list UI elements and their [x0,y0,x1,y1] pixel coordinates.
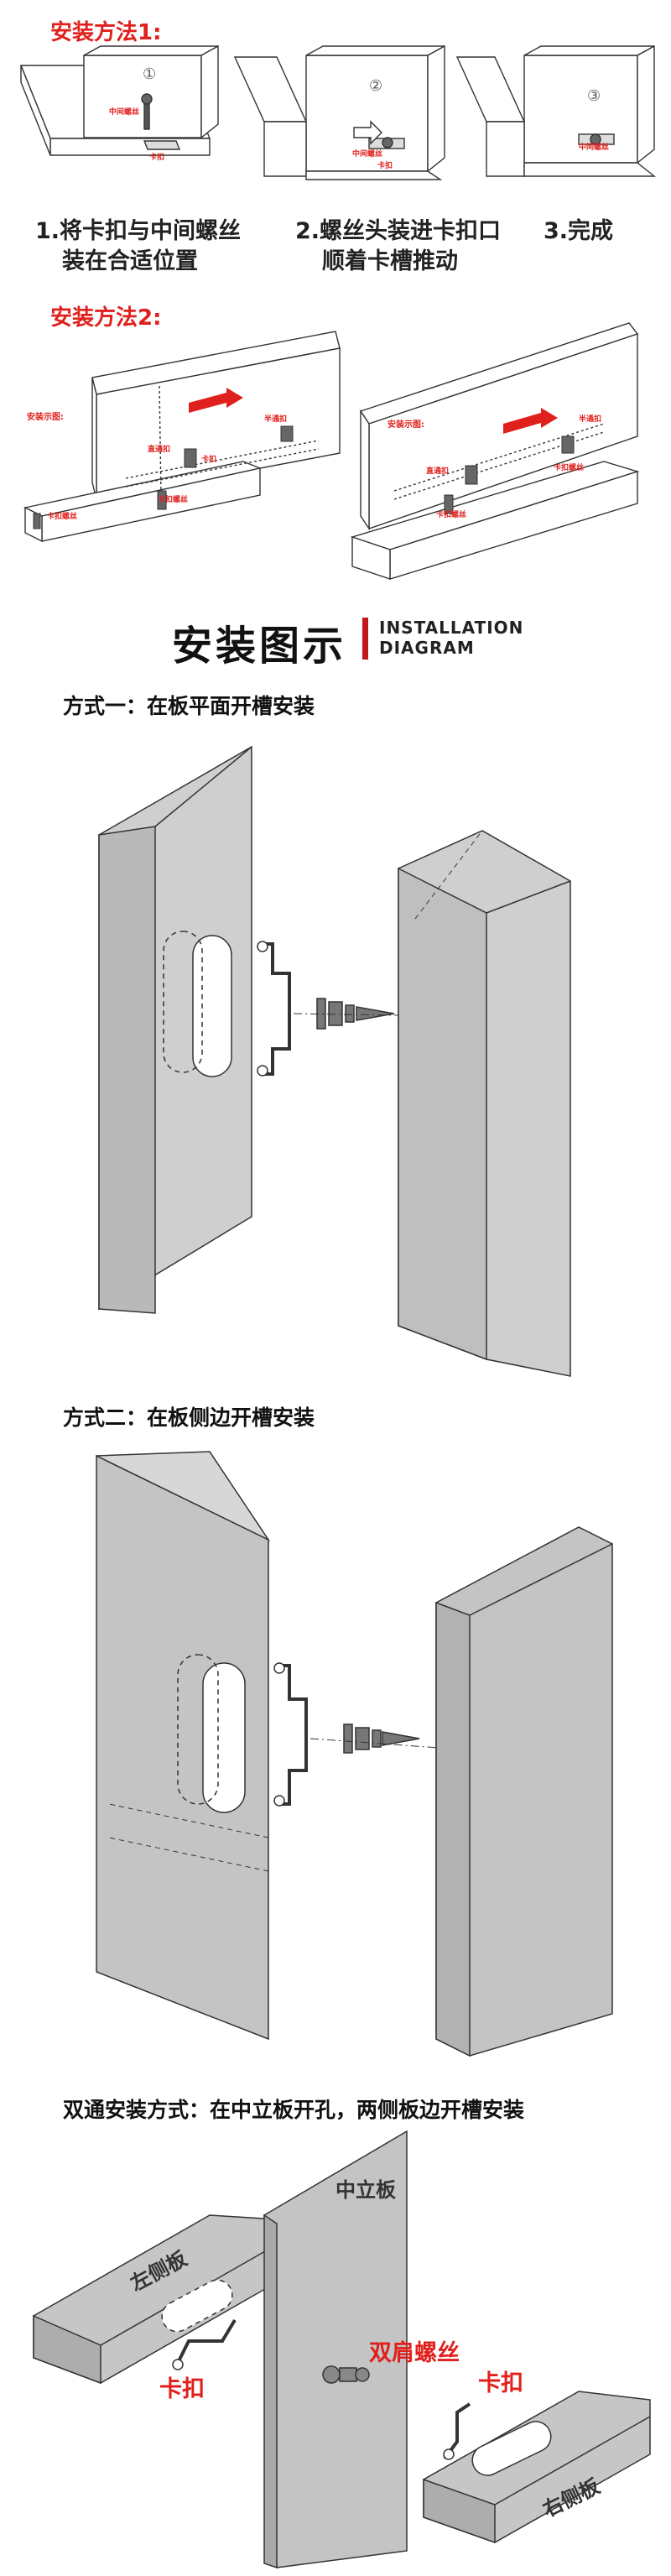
method2-left-label-2: 直通扣 [148,446,171,454]
step2-caption-line1: 2.螺丝头装进卡扣口 [295,218,502,244]
step1-caption: 1.将卡扣与中间螺丝 装在合适位置 [35,216,241,277]
method2-screw-label: 卡扣螺丝 [47,513,78,521]
middle-panel-label: 中立板 [336,2178,396,2202]
method2-left-hint: 安装示图: [27,413,64,422]
way3-illustration [33,2130,651,2569]
way1-illustration [98,745,571,1377]
screw-label: 双肩螺丝 [369,2340,460,2366]
step1-screw-label: 中间螺丝 [109,108,140,117]
step3-caption: 3.完成 [544,218,614,244]
step1-clip-label: 卡扣 [149,154,165,162]
step3-screw-label: 中间螺丝 [579,143,610,152]
way3-heading: 双通安装方式：在中立板开孔，两侧板边开槽安装 [63,2098,525,2122]
step1-illustration [19,44,219,156]
step3-marker: ③ [587,87,601,105]
method2-right-label-0: 半通扣 [579,415,602,424]
step2-illustration [233,44,445,180]
step2-screw-label: 中间螺丝 [352,150,383,159]
method2-right-label-3: 卡扣螺丝 [554,464,585,472]
method2-right-label-2: 卡扣螺丝 [436,511,467,519]
way2-illustration [96,1451,613,2057]
step1-marker: ① [143,65,157,83]
step1-caption-line2: 装在合适位置 [62,248,198,274]
method2-left-label-1: 半通扣 [264,415,288,424]
method2-title: 安装方法2: [50,305,162,331]
step3-illustration [455,44,656,177]
method2-right-hint: 安装示图: [388,420,424,430]
right-clip-label: 卡扣 [478,2370,523,2396]
way2-heading: 方式二：在板侧边开槽安装 [63,1405,315,1430]
method2-right-label-1: 直通扣 [426,467,450,476]
banner-title: 安装图示 [172,623,347,670]
way1-heading: 方式一：在板平面开槽安装 [63,694,315,718]
step2-clip-label: 卡扣 [377,162,393,170]
method2-left-label-3: 卡扣螺丝 [158,496,189,504]
banner-divider [362,618,368,660]
step2-caption-line2: 顺着卡槽推动 [322,248,458,274]
method2-illustrations [23,322,640,580]
method1-title: 安装方法1: [50,20,162,45]
banner-english: INSTALLATION DIAGRAM [379,618,523,658]
method1-illustrations [19,44,656,180]
banner-en-line1: INSTALLATION [379,618,524,638]
step1-caption-line1: 1.将卡扣与中间螺丝 [35,218,242,244]
banner-en-line2: DIAGRAM [379,638,475,658]
step2-marker: ② [369,77,383,95]
left-clip-label: 卡扣 [159,2376,205,2402]
step2-caption: 2.螺丝头装进卡扣口 顺着卡槽推动 [295,216,501,277]
method2-left-label-0: 卡扣 [201,456,217,464]
